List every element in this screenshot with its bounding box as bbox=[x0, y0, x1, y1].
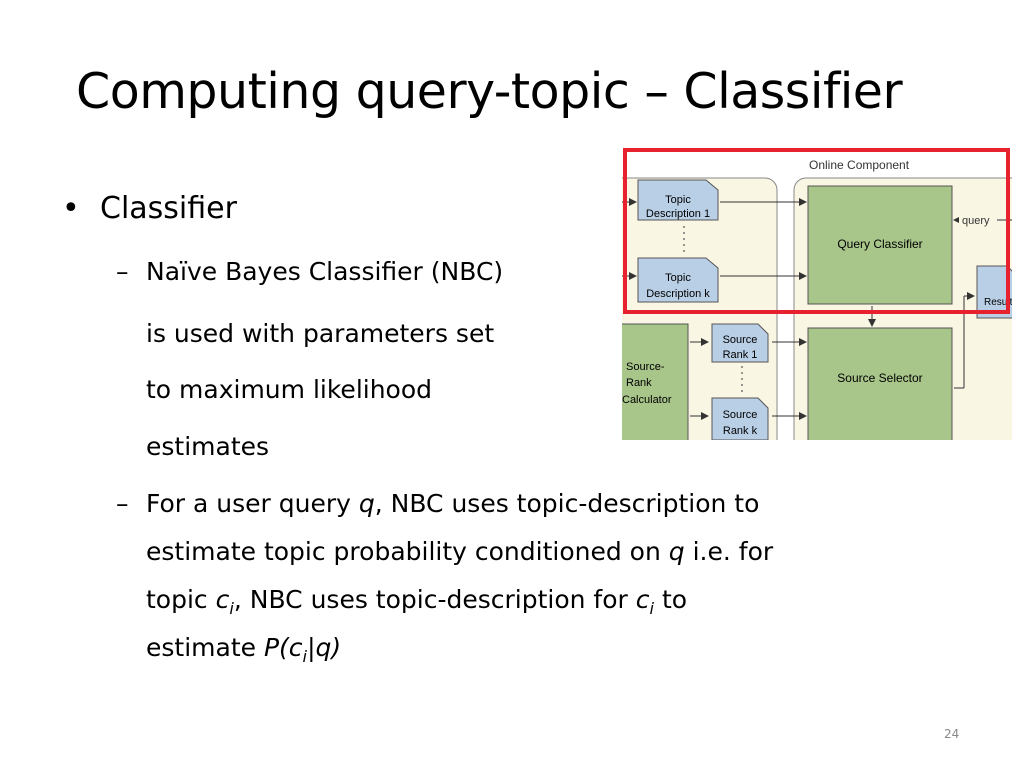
bullet-dot: • bbox=[62, 191, 80, 226]
text: For a user query bbox=[146, 489, 359, 518]
sub-bullet-line: topic ci, NBC uses topic-description for… bbox=[146, 576, 687, 633]
calculator-label: Source- bbox=[626, 361, 665, 373]
var-c: c bbox=[215, 585, 230, 614]
doc-label: Topic bbox=[665, 272, 691, 284]
prob-expr: P(c bbox=[263, 633, 303, 662]
diagram-svg: Online Component Topic Description 1 Top… bbox=[622, 148, 1012, 440]
sub-bullet-line: to maximum likelihood bbox=[146, 375, 433, 404]
text: estimate topic probability conditioned o… bbox=[146, 537, 669, 566]
var-q: q bbox=[358, 489, 375, 518]
query-label: query bbox=[962, 215, 990, 227]
dash: – bbox=[116, 257, 129, 286]
page-number: 24 bbox=[944, 727, 960, 741]
subscript-i: i bbox=[302, 647, 308, 666]
text: i.e. for bbox=[684, 537, 774, 566]
topic-description-1-doc bbox=[637, 179, 719, 221]
text: topic bbox=[146, 585, 216, 614]
text: , NBC uses topic-description to bbox=[374, 489, 760, 518]
doc-label: Rank 1 bbox=[723, 349, 758, 361]
source-selector-label: Source Selector bbox=[837, 371, 922, 385]
text: to bbox=[654, 585, 688, 614]
sub-bullet-text: Naïve Bayes Classifier (NBC) bbox=[146, 257, 504, 286]
var-q: q bbox=[668, 537, 685, 566]
topic-description-k-doc bbox=[637, 257, 719, 303]
sub-bullet-nbc: –Naïve Bayes Classifier (NBC) bbox=[116, 248, 503, 296]
query-classifier-label: Query Classifier bbox=[837, 237, 922, 251]
doc-label: Description k bbox=[646, 288, 710, 300]
query-classifier-box bbox=[807, 185, 953, 305]
doc-label: Topic bbox=[665, 194, 691, 206]
text: , NBC uses topic-description for bbox=[233, 585, 636, 614]
sub-bullet-line: is used with parameters set bbox=[146, 319, 495, 348]
doc-label: Source bbox=[723, 334, 758, 346]
var-c: c bbox=[635, 585, 650, 614]
architecture-diagram: Online Component Topic Description 1 Top… bbox=[622, 148, 1012, 440]
bullet-classifier: • Classifier bbox=[62, 191, 237, 226]
online-component-label: Online Component bbox=[809, 158, 910, 172]
subscript-i: i bbox=[649, 599, 655, 618]
results-label: Results bbox=[984, 297, 1012, 308]
calculator-label: Rank bbox=[626, 377, 652, 389]
doc-label: Rank k bbox=[723, 425, 758, 437]
prob-expr: |q) bbox=[307, 633, 342, 662]
sub-bullet-line: estimate P(ci|q) bbox=[146, 624, 341, 681]
source-rank-calculator-box bbox=[622, 323, 689, 440]
calculator-label: Calculator bbox=[622, 394, 672, 406]
dash: – bbox=[116, 489, 129, 518]
source-rank-1-doc bbox=[711, 323, 769, 363]
results-doc bbox=[976, 265, 1012, 319]
bullet-text: Classifier bbox=[100, 191, 237, 226]
doc-label: Description 1 bbox=[646, 208, 710, 220]
sub-bullet-query: –For a user query q, NBC uses topic-desc… bbox=[116, 480, 759, 528]
source-selector-box bbox=[807, 327, 953, 440]
text: estimate bbox=[146, 633, 264, 662]
highlight-box bbox=[623, 148, 1010, 314]
slide-title: Computing query-topic – Classifier bbox=[76, 63, 903, 120]
doc-label: Source bbox=[723, 409, 758, 421]
sub-bullet-line: estimates bbox=[146, 432, 270, 461]
subscript-i: i bbox=[229, 599, 234, 618]
sub-bullet-line: estimate topic probability conditioned o… bbox=[146, 528, 773, 576]
source-rank-k-doc bbox=[711, 397, 769, 440]
